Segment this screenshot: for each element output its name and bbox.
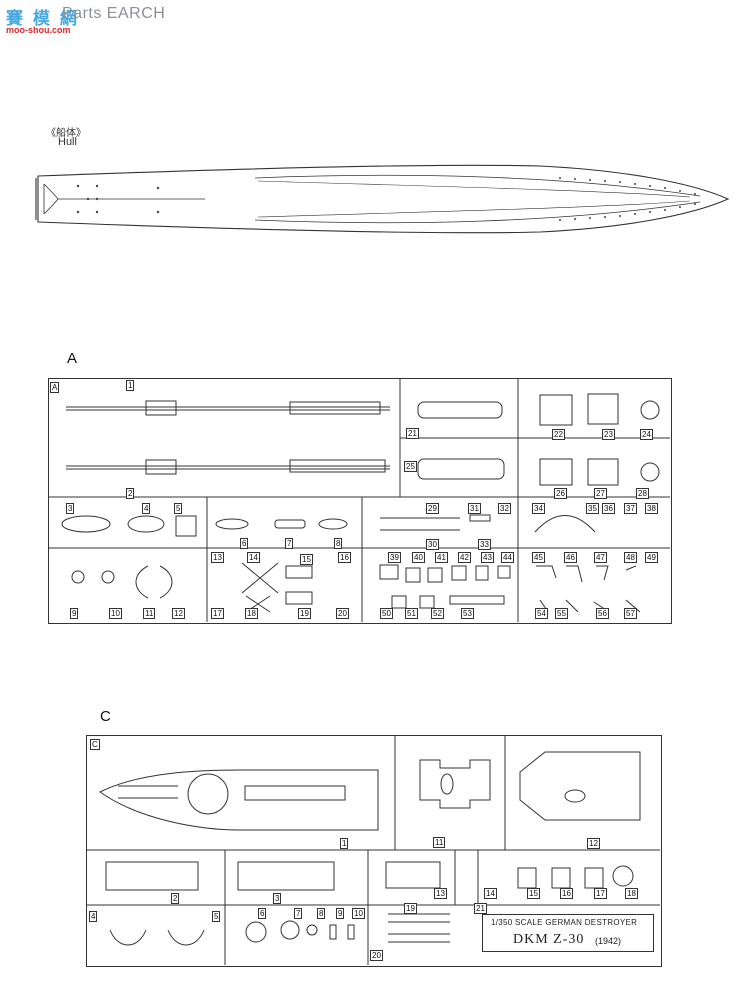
- part-a-26: 26: [554, 488, 567, 499]
- part-a-43: 43: [481, 552, 494, 563]
- part-c-10: 10: [352, 908, 365, 919]
- part-a-49: 49: [645, 552, 658, 563]
- part-a-19: 19: [298, 608, 311, 619]
- model-name: DKM Z-30: [513, 932, 585, 947]
- part-c-8: 8: [317, 908, 326, 919]
- part-c-9: 9: [336, 908, 345, 919]
- part-a-37: 37: [624, 503, 637, 514]
- part-a-4: 4: [142, 503, 151, 514]
- part-a-38: 38: [645, 503, 658, 514]
- part-a-24: 24: [640, 429, 653, 440]
- part-a-20: 20: [336, 608, 349, 619]
- part-a-31: 31: [468, 503, 481, 514]
- part-a-44: 44: [501, 552, 514, 563]
- part-a-5: 5: [174, 503, 183, 514]
- sprue-a-frame: [48, 378, 672, 624]
- sprue-c-label: C: [100, 708, 111, 725]
- part-c-3: 3: [273, 893, 282, 904]
- part-c-1: 1: [340, 838, 349, 849]
- part-a-7: 7: [285, 538, 294, 549]
- part-a-1: 1: [126, 380, 135, 391]
- part-a-9: 9: [70, 608, 79, 619]
- watermark-chinese: 賽 模 網: [6, 9, 79, 29]
- part-a-48: 48: [624, 552, 637, 563]
- part-a-13: 13: [211, 552, 224, 563]
- hull-label-english: Hull: [58, 136, 77, 148]
- part-a-29: 29: [426, 503, 439, 514]
- model-scale-line: 1/350 SCALE GERMAN DESTROYER: [491, 918, 638, 927]
- sprue-a-corner-tag: A: [50, 382, 60, 393]
- part-a-46: 46: [564, 552, 577, 563]
- part-a-51: 51: [405, 608, 418, 619]
- part-a-36: 36: [602, 503, 615, 514]
- part-a-16: 16: [338, 552, 351, 563]
- part-c-21: 21: [474, 903, 487, 914]
- part-a-12: 12: [172, 608, 185, 619]
- hull-label-chinese: 《船体》: [46, 128, 86, 139]
- part-c-18: 18: [625, 888, 638, 899]
- part-a-50: 50: [380, 608, 393, 619]
- part-a-15: 15: [300, 554, 313, 565]
- part-c-11: 11: [433, 837, 446, 848]
- part-a-6: 6: [240, 538, 249, 549]
- part-a-10: 10: [109, 608, 122, 619]
- part-a-2: 2: [126, 488, 135, 499]
- part-a-39: 39: [388, 552, 401, 563]
- part-c-13: 13: [434, 888, 447, 899]
- part-a-30: 30: [426, 539, 439, 550]
- part-c-17: 17: [594, 888, 607, 899]
- part-c-14: 14: [484, 888, 497, 899]
- part-c-16: 16: [560, 888, 573, 899]
- part-c-5: 5: [212, 911, 221, 922]
- part-a-55: 55: [555, 608, 568, 619]
- part-a-25: 25: [404, 461, 417, 472]
- model-year: (1942): [595, 936, 622, 946]
- part-a-40: 40: [412, 552, 425, 563]
- part-a-35: 35: [586, 503, 599, 514]
- part-a-45: 45: [532, 552, 545, 563]
- part-c-2: 2: [171, 893, 180, 904]
- part-a-28: 28: [636, 488, 649, 499]
- watermark-url: moo-shou.com: [6, 25, 71, 35]
- part-a-57: 57: [624, 608, 637, 619]
- part-a-18: 18: [245, 608, 258, 619]
- part-c-4: 4: [89, 911, 98, 922]
- part-a-14: 14: [247, 552, 260, 563]
- watermark-english: Parts EARCH: [62, 5, 166, 22]
- part-c-7: 7: [294, 908, 303, 919]
- part-a-21: 21: [406, 428, 419, 439]
- part-c-6: 6: [258, 908, 267, 919]
- part-a-23: 23: [602, 429, 615, 440]
- part-a-42: 42: [458, 552, 471, 563]
- sprue-c-corner-tag: C: [90, 739, 100, 750]
- sprue-a-label: A: [67, 350, 78, 367]
- part-a-22: 22: [552, 429, 565, 440]
- part-a-11: 11: [143, 608, 156, 619]
- part-a-17: 17: [211, 608, 224, 619]
- model-title-box: 1/350 SCALE GERMAN DESTROYER DKM Z-30 (1…: [482, 914, 654, 952]
- part-a-41: 41: [435, 552, 448, 563]
- part-a-32: 32: [498, 503, 511, 514]
- part-a-34: 34: [532, 503, 545, 514]
- part-c-12: 12: [587, 838, 600, 849]
- part-a-52: 52: [431, 608, 444, 619]
- part-a-47: 47: [594, 552, 607, 563]
- part-a-27: 27: [594, 488, 607, 499]
- part-a-3: 3: [66, 503, 75, 514]
- part-c-15: 15: [527, 888, 540, 899]
- part-c-19: 19: [404, 903, 417, 914]
- part-a-53: 53: [461, 608, 474, 619]
- part-a-33: 33: [478, 539, 491, 550]
- part-c-20: 20: [370, 950, 383, 961]
- part-a-8: 8: [334, 538, 343, 549]
- part-a-54: 54: [535, 608, 548, 619]
- part-a-56: 56: [596, 608, 609, 619]
